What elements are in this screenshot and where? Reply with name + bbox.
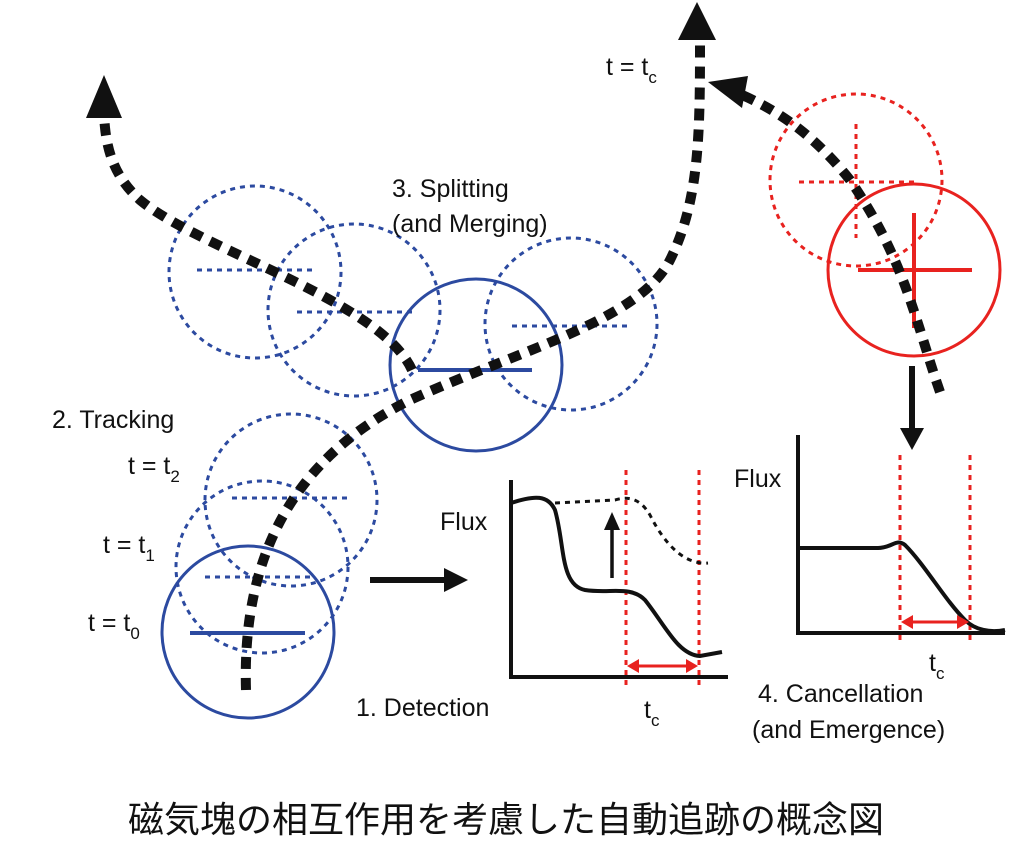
flux-left-interval-head-l [627,659,639,673]
arrowhead-top [678,2,716,40]
splitting-group [167,184,659,453]
label-t-tc-top-sub: c [648,68,657,87]
label-cancellation: 4. Cancellation [758,680,923,708]
label-t-t1-base: t = t [103,531,145,559]
label-tc-left: tc [644,696,660,730]
split-circle-left [167,184,343,360]
flux-left-solid-curve [510,495,723,659]
flux-right-interval-head-r [957,615,969,629]
label-t-t2: t = t2 [128,452,180,486]
trajectory-main [240,39,705,691]
split-circle-mid [266,222,442,398]
tracking-group [160,412,379,720]
label-tc-right-base: t [929,649,936,677]
label-t-tc-top: t = tc [606,53,657,87]
cancellation-group [768,92,1002,358]
arrowhead-right [708,76,748,108]
trajectories [99,39,945,691]
split-circle-right [483,236,659,412]
label-t-t0: t = t0 [88,609,140,643]
flux-chart-right [796,435,1006,640]
trajectory-cancel [723,83,945,394]
label-t-t1-sub: 1 [145,546,154,565]
label-tc-right-sub: c [936,664,945,683]
label-t-t0-base: t = t [88,609,130,637]
element-circle-t0 [160,544,336,720]
detection-arrow-head [444,568,468,592]
label-tc-left-sub: c [651,711,660,730]
label-t-t2-sub: 2 [170,467,179,486]
arrowhead-left [86,75,122,118]
label-t-t2-base: t = t [128,452,170,480]
flux-left-up-arrow-head [604,512,620,530]
cancellation-arrow-head [900,428,924,450]
label-tc-left-base: t [644,696,651,724]
label-flux-left: Flux [440,508,488,536]
label-emergence: (and Emergence) [752,716,945,744]
label-merging: (and Merging) [392,210,548,238]
flux-right-interval-head-l [901,615,913,629]
label-detection: 1. Detection [356,694,489,722]
flux-left-dashed-curve [554,496,709,565]
label-flux-right: Flux [734,465,782,493]
label-tracking: 2. Tracking [52,406,174,434]
element-circle-t2 [203,412,379,588]
label-tc-right: tc [929,649,945,683]
element-circle-t1 [174,479,350,655]
label-splitting: 3. Splitting [392,175,509,203]
label-t-tc-top-base: t = t [606,53,648,81]
split-circle-center [388,277,564,453]
flux-left-interval-head-r [686,659,698,673]
caption: 磁気塊の相互作用を考慮した自動追跡の概念図 [128,800,884,841]
flux-chart-left [509,470,728,690]
flux-right-axes [796,435,1005,635]
red-circle-solid [826,182,1002,358]
red-circle-dotted [768,92,944,268]
label-t-t1: t = t1 [103,531,155,565]
flux-left-axes [509,480,728,679]
trajectory-split-left [99,111,417,373]
flux-right-curve [798,540,1006,634]
label-t-t0-sub: 0 [130,624,139,643]
